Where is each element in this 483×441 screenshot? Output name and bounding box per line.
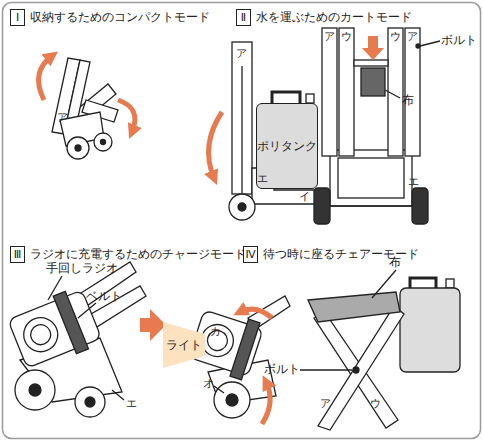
part-letter: オ <box>203 378 214 389</box>
tank-spout <box>446 279 454 288</box>
frame-line <box>241 66 242 194</box>
wheel <box>229 194 255 220</box>
belt <box>230 319 260 380</box>
leader-line <box>112 390 124 400</box>
cart-front <box>314 28 440 224</box>
part-label: ボルト <box>264 363 300 375</box>
chair-leg <box>318 306 404 430</box>
lower-frame <box>330 150 412 206</box>
wheel <box>15 370 55 410</box>
section-number: Ⅰ <box>16 10 19 25</box>
part-letter: ア <box>324 31 335 42</box>
wheel-hub <box>238 203 246 211</box>
section-heading: Ⅰ収納するためのコンパクトモード <box>10 9 25 26</box>
part-letter: ウ <box>370 398 381 409</box>
frame-bar <box>322 28 337 156</box>
node-text: ライト <box>166 338 202 352</box>
leader-line <box>300 369 352 370</box>
compact-cart <box>52 58 118 159</box>
section-title: ラジオに充電するためのチャージモード <box>30 247 246 262</box>
rotate-arrow <box>262 382 270 424</box>
node-text: ポリタンク <box>257 139 317 153</box>
tire <box>314 188 330 224</box>
part-letter: ア <box>320 398 331 409</box>
leader-line <box>78 303 96 318</box>
water-tank <box>400 288 460 372</box>
section-heading: Ⅱ水を運ぶためのカートモード <box>236 9 251 26</box>
step-arrow <box>140 309 166 341</box>
axle <box>330 205 412 206</box>
wheel-hub <box>226 394 238 406</box>
tank-handle <box>410 278 436 288</box>
tire <box>412 188 428 224</box>
outer-frame <box>3 3 481 439</box>
tank-spout <box>306 94 314 103</box>
section-heading: Ⅳ待つ時に座るチェアーモード <box>243 246 258 263</box>
down-arrow <box>362 36 384 60</box>
belt <box>53 291 88 353</box>
frame-bar <box>339 28 354 156</box>
part-letter: エ <box>408 176 419 187</box>
part-letter: エ <box>126 398 137 409</box>
part-letter: ア <box>57 112 68 123</box>
cart-side <box>229 42 320 220</box>
cloth-seat <box>308 292 400 322</box>
leader-line <box>420 41 440 46</box>
rotate-arrow <box>118 100 135 132</box>
chair <box>300 270 460 430</box>
frame-bar <box>232 42 252 194</box>
section-title: 収納するためのコンパクトモード <box>30 10 210 25</box>
section-title: 水を運ぶためのカートモード <box>256 10 412 25</box>
part-label: ボルト <box>441 34 477 46</box>
frame-bar <box>405 28 420 156</box>
wheel <box>75 387 105 417</box>
frame-bar <box>388 28 403 156</box>
leader-line <box>214 386 224 393</box>
wheel <box>67 137 89 159</box>
light-beam: ライト <box>163 322 205 368</box>
part-letter: イ <box>299 191 310 202</box>
leader-line <box>385 90 400 98</box>
part-letter: ウ <box>341 31 352 42</box>
part-letter: エ <box>257 173 268 184</box>
wheel <box>214 382 250 418</box>
wheel-hub <box>75 145 81 151</box>
section-number: Ⅱ <box>241 10 246 25</box>
leader-line <box>372 270 396 298</box>
bolt <box>416 44 420 48</box>
radio-speaker-inner <box>28 322 54 348</box>
radio-speaker <box>19 313 63 357</box>
rotate-arrow <box>39 56 52 100</box>
charge-cart-after <box>187 296 290 418</box>
section-number: Ⅳ <box>245 247 255 262</box>
rotate-arrow <box>240 309 272 318</box>
wheel-hub <box>101 140 106 145</box>
section-heading: Ⅲラジオに充電するためのチャージモード <box>10 246 25 263</box>
part-label: 布 <box>389 256 401 268</box>
part-label: 手回しラジオ <box>46 262 118 274</box>
part-letter: ア <box>236 48 247 59</box>
tilt-arrow <box>209 112 222 178</box>
wheel-hub <box>29 384 41 396</box>
wheel-hub <box>85 397 95 407</box>
part-letter: ア <box>407 31 418 42</box>
part-letter: ウ <box>390 31 401 42</box>
section-number: Ⅲ <box>14 247 22 262</box>
wheel <box>94 133 112 151</box>
cloth <box>361 68 385 96</box>
cross-bar <box>354 60 388 66</box>
part-label: 布 <box>402 94 414 106</box>
leader-line <box>48 276 62 300</box>
tank-handle <box>272 92 300 103</box>
part-letter: カ <box>210 326 221 337</box>
beam-fill <box>163 322 205 368</box>
frame-inner <box>338 158 404 198</box>
charge-cart-before <box>6 262 146 417</box>
bolt <box>353 367 359 373</box>
part-label: ベルト <box>86 290 122 302</box>
